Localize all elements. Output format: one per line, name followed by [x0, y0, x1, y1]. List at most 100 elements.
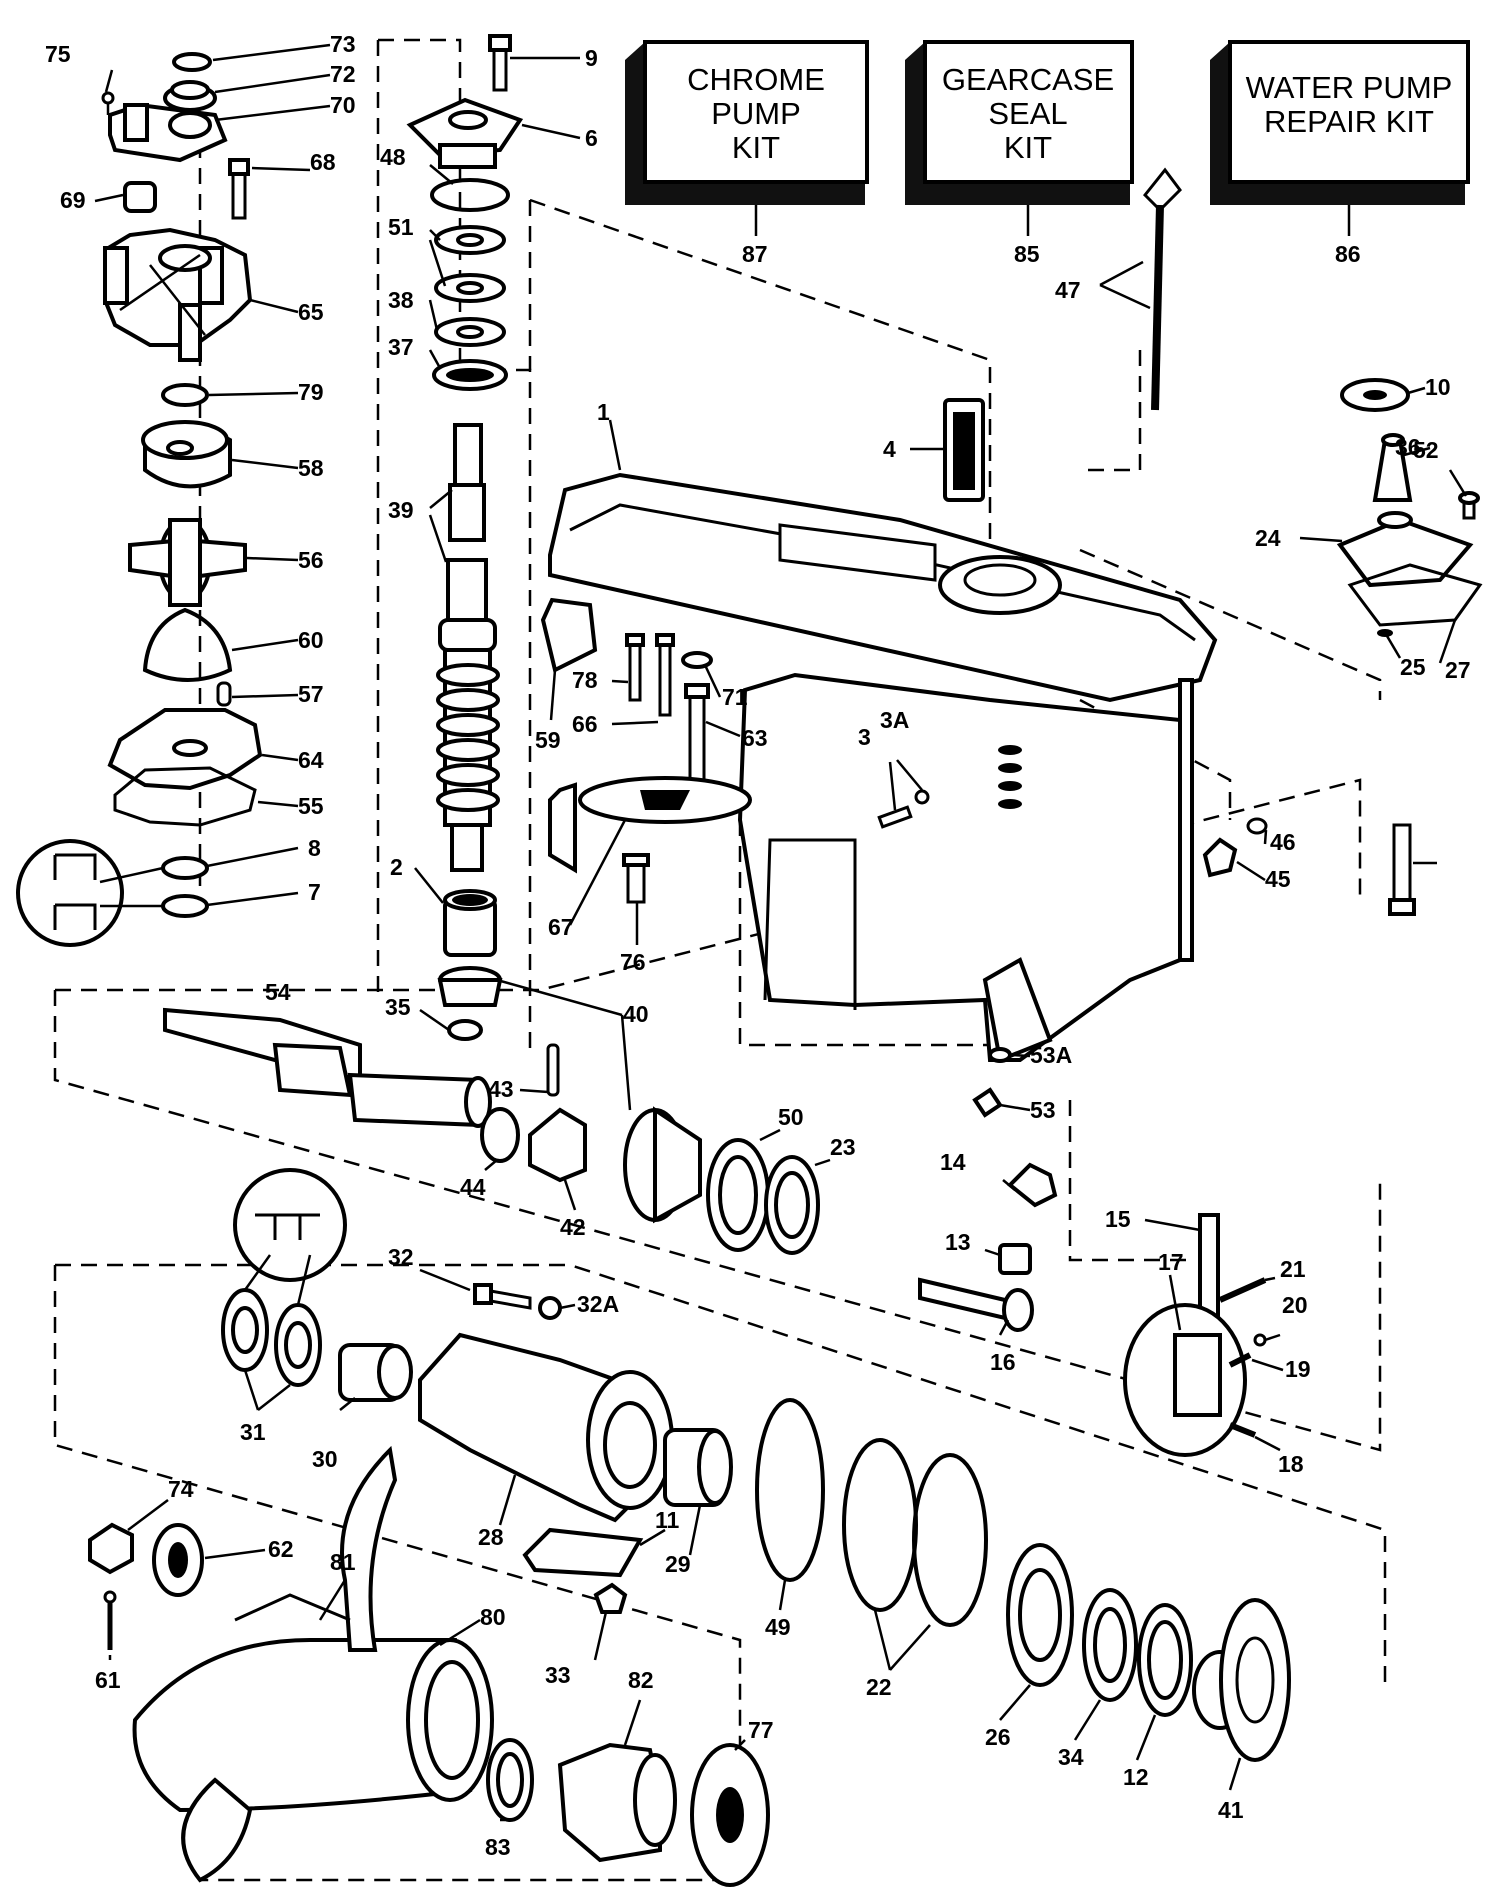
leader-lines: [94, 43, 1468, 1822]
callout: 3: [858, 724, 871, 750]
callout: 83: [485, 1834, 511, 1860]
callout: 45: [1265, 866, 1291, 892]
callout: 69: [60, 187, 86, 213]
callout: 40: [623, 1001, 649, 1027]
callout: 48: [380, 144, 406, 170]
callout: 9: [585, 45, 598, 71]
kit-line: WATER PUMP: [1246, 70, 1453, 105]
callout: 53A: [1030, 1042, 1072, 1068]
callout: 4: [883, 436, 896, 462]
callout: 78: [572, 667, 598, 693]
callout: 12: [1123, 1764, 1149, 1790]
kit-box-chrome-pump: CHROME PUMP KIT: [625, 40, 869, 205]
callout: 19: [1285, 1356, 1311, 1382]
callout: 54: [265, 979, 291, 1005]
callout: 61: [95, 1667, 121, 1693]
driveshaft-parts: [406, 34, 524, 1041]
assembly-dashed-lines: [53, 38, 1387, 1882]
callout: 2: [390, 854, 403, 880]
callout: 27: [1445, 657, 1471, 683]
callout: 16: [990, 1349, 1016, 1375]
kit-line: REPAIR KIT: [1264, 104, 1434, 139]
callout: 25: [1400, 654, 1426, 680]
callout: 41: [1218, 1797, 1244, 1823]
callout: 28: [478, 1524, 504, 1550]
callout-numbers: 75 73 72 70 69 68 65 79 58 56 60 57 64 5…: [45, 31, 1471, 1860]
propeller-parts: [88, 1445, 770, 1887]
callout: 24: [1255, 525, 1281, 551]
callout: 32: [388, 1244, 414, 1270]
callout: 49: [765, 1614, 791, 1640]
kit-line: KIT: [1004, 130, 1052, 165]
kit-numbers: 87 85 86: [742, 241, 1361, 267]
callout: 36: [1395, 434, 1421, 460]
callout: 37: [388, 334, 414, 360]
water-pump-parts: [16, 52, 263, 947]
callout: 26: [985, 1724, 1011, 1750]
callout: 6: [585, 125, 598, 151]
kit-number: 86: [1335, 241, 1361, 267]
callout: 81: [330, 1549, 356, 1575]
callout: 71: [722, 684, 748, 710]
callout: 68: [310, 149, 336, 175]
callout: 1: [597, 399, 610, 425]
callout: 56: [298, 547, 324, 573]
callout: 14: [940, 1149, 966, 1175]
callout: 33: [545, 1662, 571, 1688]
callout: 22: [866, 1674, 892, 1700]
callout: 15: [1105, 1206, 1131, 1232]
callout: 57: [298, 681, 324, 707]
callout: 72: [330, 61, 356, 87]
callout: 76: [620, 949, 646, 975]
kit-line: PUMP: [711, 96, 801, 131]
callout: 52: [1413, 437, 1439, 463]
callout: 50: [778, 1104, 804, 1130]
callout: 3A: [880, 707, 909, 733]
callout: 35: [385, 994, 411, 1020]
callout: 23: [830, 1134, 856, 1160]
callout: 58: [298, 455, 324, 481]
callout: 39: [388, 497, 414, 523]
callout: 11: [655, 1507, 680, 1533]
kit-line: KIT: [732, 130, 780, 165]
callout: 55: [298, 793, 324, 819]
callout: 30: [312, 1446, 338, 1472]
callout: 59: [535, 727, 561, 753]
callout: 32A: [577, 1291, 619, 1317]
propshaft-parts: [163, 1007, 1267, 1457]
gearcase-housing: [548, 472, 1218, 1063]
callout: 29: [665, 1551, 691, 1577]
callout: 73: [330, 31, 356, 57]
callout: 70: [330, 92, 356, 118]
kit-number: 87: [742, 241, 768, 267]
callout: 34: [1058, 1744, 1084, 1770]
callout: 74: [168, 1476, 194, 1502]
driveshaft-spring: [436, 663, 500, 812]
callout: 82: [628, 1667, 654, 1693]
callout: 13: [945, 1229, 971, 1255]
misc-parts: [540, 167, 1483, 1118]
callout: 64: [298, 747, 324, 773]
bearing-housing-parts: [221, 1168, 1291, 1762]
callout: 21: [1280, 1256, 1306, 1282]
callout: 31: [240, 1419, 266, 1445]
kit-number: 85: [1014, 241, 1040, 267]
callout: 75: [45, 41, 71, 67]
callout: 67: [548, 914, 574, 940]
callout: 80: [480, 1604, 506, 1630]
callout: 47: [1055, 277, 1081, 303]
kit-line: SEAL: [988, 96, 1067, 131]
callout: 77: [748, 1717, 774, 1743]
callout: 10: [1425, 374, 1451, 400]
kit-line: CHROME: [687, 62, 825, 97]
callout: 20: [1282, 1292, 1308, 1318]
callout: 8: [308, 835, 321, 861]
callout: 79: [298, 379, 324, 405]
callout: 66: [572, 711, 598, 737]
callout: 7: [308, 879, 321, 905]
callout: 53: [1030, 1097, 1056, 1123]
callout: 18: [1278, 1451, 1304, 1477]
kit-box-water-pump-repair: WATER PUMP REPAIR KIT: [1210, 40, 1470, 205]
callout: 17: [1158, 1249, 1184, 1275]
callout: 63: [742, 725, 768, 751]
